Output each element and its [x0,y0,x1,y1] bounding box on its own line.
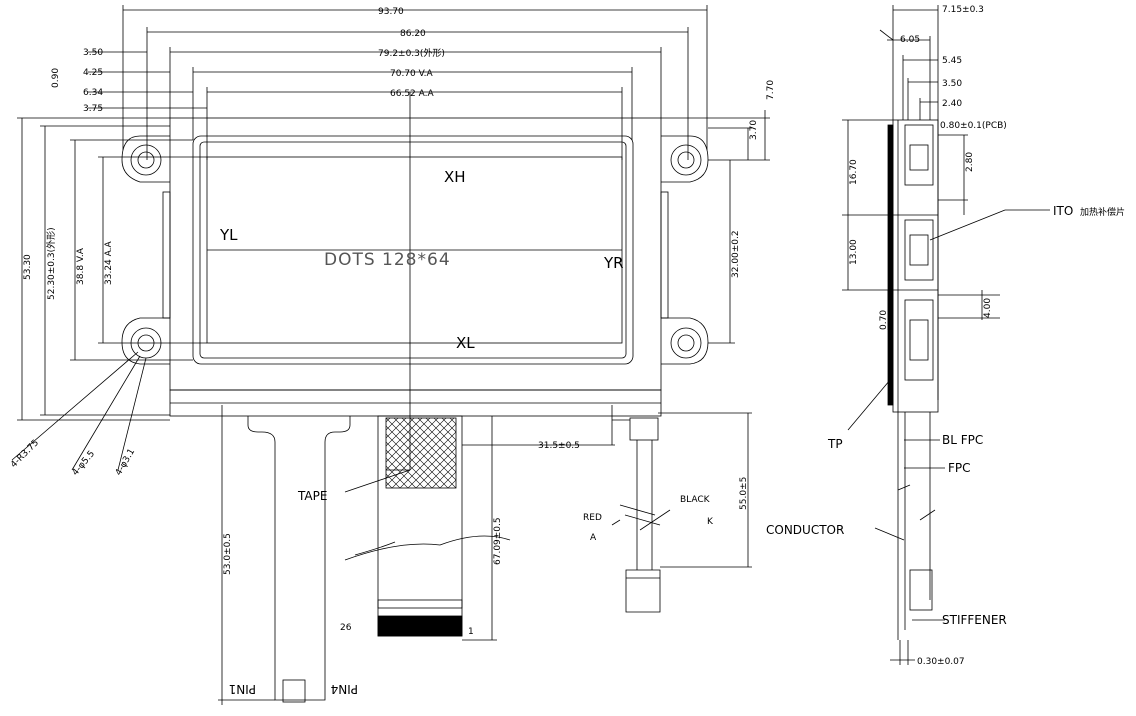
label-xh: XH [444,168,466,186]
label-wire-length: 55.0±5 [739,477,749,510]
side-280: 2.80 [965,152,975,172]
label-xl: XL [456,334,475,352]
side-240: 2.40 [942,99,962,109]
side-1670: 16.70 [849,159,859,185]
dim-hole-pitch: 86.20 [400,29,426,39]
label-yr: YR [603,254,624,272]
label-dots: DOTS 128*64 [324,250,451,270]
label-pin4: PIN4 [331,682,358,696]
dim-top-090: 0.90 [51,68,61,88]
label-hole-d31: 4-φ3.1 [114,447,137,477]
side-fpc: FPC [948,461,971,475]
dim-va-width: 70.70 V.A [390,69,433,79]
dim-overall-height: 53.30 [23,254,33,280]
side-ito-cn: 加热补偿片 [1080,206,1125,218]
label-pin26: 26 [340,623,352,633]
side-bl-fpc: BL FPC [942,433,983,447]
dim-hole-vertical: 32.00±0.2 [731,230,741,278]
label-a: A [590,533,597,543]
side-tp: TP [827,437,843,451]
label-ribbon-length: 67.09±0.5 [493,517,503,565]
side-conductor: CONDUCTOR [766,523,844,537]
side-545: 5.45 [942,56,962,66]
label-hole-d55: 4-φ5.5 [71,449,97,478]
label-black: BLACK [680,495,711,505]
side-total-thickness: 7.15±0.3 [942,5,984,15]
label-k: K [707,517,714,527]
dim-aa-height: 33.24 A.A [104,241,114,285]
side-bottom: 0.30±0.07 [917,657,965,667]
side-pcb: 0.80±0.1(PCB) [940,121,1007,131]
label-pin1: PIN1 [229,682,256,696]
side-350: 3.50 [942,79,962,89]
label-hole-r: 4-R3.75 [9,438,41,470]
side-1300: 13.00 [849,239,859,265]
label-pin-1: 1 [468,627,474,637]
dim-offset-2: 4.25 [83,68,103,78]
dim-right-770: 7.70 [766,80,776,100]
label-yl: YL [219,226,238,244]
dim-overall-width: 93.70 [378,7,404,17]
dim-right-370: 3.70 [749,120,759,140]
label-fpc-length: 53.0±0.5 [223,533,233,575]
dim-offset-4: 3.75 [83,104,103,114]
dim-outline-height: 52.30±0.3(外形) [45,227,57,300]
dim-va-height: 38.8 V.A [76,247,86,285]
side-070: 0.70 [879,310,889,330]
side-ito: ITO [1053,204,1073,218]
dim-offset-1: 3.50 [83,48,103,58]
dim-aa-width: 66.52 A.A [390,89,434,99]
side-605: 6.05 [900,35,920,45]
side-400: 4.00 [983,298,993,318]
side-stiffener: STIFFENER [942,613,1007,627]
label-wire-offset: 31.5±0.5 [538,441,580,451]
label-tape: TAPE [297,489,327,503]
label-red: RED [583,513,602,523]
dim-glass-width: 79.2±0.3(外形) [378,47,445,59]
dim-offset-3: 6.34 [83,88,103,98]
